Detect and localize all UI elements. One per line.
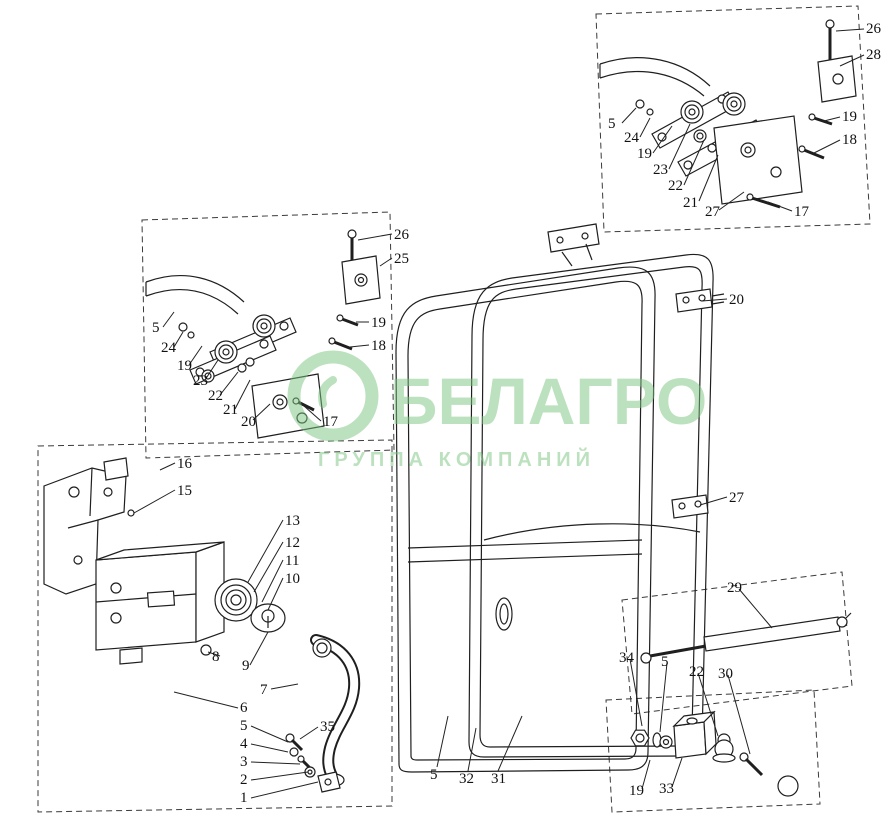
door-top-bracket xyxy=(547,223,600,253)
detail-boxes xyxy=(37,5,871,813)
ball-knob xyxy=(777,775,799,797)
part-callout: 5 xyxy=(608,116,616,132)
part-callout: 2 xyxy=(240,772,248,788)
part-callout: 22 xyxy=(689,664,704,680)
part-callout: 31 xyxy=(491,771,506,787)
part-callout: 17 xyxy=(323,414,338,430)
part-callout: 16 xyxy=(177,456,192,472)
window-frame xyxy=(468,253,714,758)
part-callout: 24 xyxy=(624,130,639,146)
window-handle-recess xyxy=(495,597,513,631)
part-callout: 19 xyxy=(177,358,192,374)
part-callout: 4 xyxy=(240,736,248,752)
part-callout: 28 xyxy=(866,47,881,63)
striker-bracket xyxy=(673,721,707,759)
part-callout: 26 xyxy=(866,21,881,37)
hinge-assembly-mid-left xyxy=(145,229,381,439)
lock-pin xyxy=(127,509,135,517)
part-callout: 5 xyxy=(152,320,160,336)
door-outer-frame xyxy=(395,266,656,773)
part-callout: 20 xyxy=(241,414,256,430)
part-callout: 27 xyxy=(705,204,720,220)
part-callout: 19 xyxy=(637,146,652,162)
watermark-title: БЕЛАГРО xyxy=(390,364,707,438)
detail-box-lock xyxy=(37,439,393,813)
part-callout: 1 xyxy=(240,790,248,806)
part-callout: 12 xyxy=(285,535,300,551)
part-callout: 19 xyxy=(629,783,644,799)
part-callout: 34 xyxy=(619,650,634,666)
part-callout: 9 xyxy=(242,658,250,674)
gas-strut-cylinder xyxy=(703,616,841,652)
door-hinge-lower xyxy=(671,494,709,519)
part-callout: 21 xyxy=(223,402,238,418)
detail-box-striker xyxy=(605,689,821,813)
gas-strut-assembly xyxy=(640,612,852,664)
part-callout: 29 xyxy=(727,580,742,596)
watermark: БЕЛАГРО ГРУППА КОМПАНИЙ xyxy=(287,350,707,471)
part-callout: 3 xyxy=(240,754,248,770)
part-callout: 21 xyxy=(683,195,698,211)
watermark-subtitle: ГРУППА КОМПАНИЙ xyxy=(318,447,595,471)
part-callout: 22 xyxy=(208,388,223,404)
part-callout: 17 xyxy=(794,204,809,220)
part-callout: 8 xyxy=(212,649,220,665)
part-callout: 6 xyxy=(240,700,248,716)
part-callout: 30 xyxy=(718,666,733,682)
part-callout: 18 xyxy=(371,338,386,354)
part-callout: 27 xyxy=(729,490,744,506)
part-callout: 32 xyxy=(459,771,474,787)
part-callout: 25 xyxy=(394,251,409,267)
part-callout: 5 xyxy=(661,654,669,670)
part-callout: 35 xyxy=(320,719,335,735)
part-callout: 7 xyxy=(260,682,268,698)
part-callout: 19 xyxy=(371,315,386,331)
striker-assembly xyxy=(630,710,799,797)
part-callout: 26 xyxy=(394,227,409,243)
part-callout: 24 xyxy=(161,340,176,356)
part-callout: 5 xyxy=(240,718,248,734)
hinge-assembly-top-right xyxy=(599,19,857,209)
part-callout: 23 xyxy=(653,162,668,178)
lock-assembly xyxy=(43,451,361,793)
watermark-logo-ring xyxy=(287,350,379,442)
part-callout: 10 xyxy=(285,571,300,587)
part-callout: 11 xyxy=(285,553,300,569)
part-callout: 20 xyxy=(729,292,744,308)
part-callout: 13 xyxy=(285,513,300,529)
part-callout: 19 xyxy=(842,109,857,125)
detail-box-mid-left xyxy=(141,211,395,459)
part-callout: 33 xyxy=(659,781,674,797)
door-frame xyxy=(395,223,725,773)
leader-lines xyxy=(133,28,865,799)
part-callout: 18 xyxy=(842,132,857,148)
part-callout: 23 xyxy=(193,373,208,389)
part-callout: 15 xyxy=(177,483,192,499)
detail-box-top-right xyxy=(595,5,871,233)
part-callout: 22 xyxy=(668,178,683,194)
part-callout: 5 xyxy=(430,767,438,783)
